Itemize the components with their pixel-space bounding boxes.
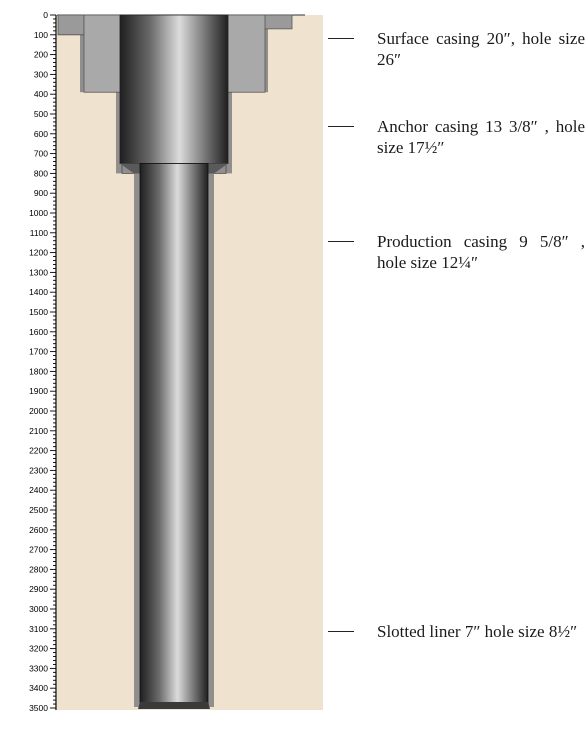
depth-tick-label: 1500 [29,307,48,317]
depth-tick-label: 1200 [29,248,48,258]
depth-tick-label: 800 [34,168,48,178]
depth-tick-label: 3300 [29,663,48,673]
depth-tick-label: 1000 [29,208,48,218]
surface-casing-left [83,14,123,93]
surface-casing-leader [328,38,354,40]
anchor-casing-label: Anchor casing 13 3/8″ , hole size 17½″ [377,117,585,157]
depth-tick-label: 1700 [29,347,48,357]
depth-tick-label: 600 [34,129,48,139]
depth-tick-label: 900 [34,188,48,198]
depth-tick-label: 2400 [29,485,48,495]
depth-tick-label: 1900 [29,386,48,396]
surface-casing-label: Surface casing 20″, hole size 26″ [377,29,585,69]
depth-tick-label: 3100 [29,624,48,634]
depth-tick-label: 3500 [29,703,48,713]
depth-tick-label: 1400 [29,287,48,297]
wellhead-flange-right [263,14,293,30]
slotted-liner [139,163,209,709]
depth-tick-label: 2200 [29,446,48,456]
depth-tick-label: 2800 [29,564,48,574]
surface-casing-right [226,14,266,93]
depth-tick-label: 100 [34,30,48,40]
depth-tick-label: 2300 [29,465,48,475]
production-casing [119,14,229,164]
liner-hole-wall-left [134,163,142,708]
production-casing-leader [328,241,354,243]
depth-tick-label: 1600 [29,327,48,337]
anchor-casing-leader [328,126,354,128]
depth-tick-label: 3400 [29,683,48,693]
depth-axis: 0 100 200 300 400 500 600 700 800 900 1000 1100 1200… [29,10,57,713]
depth-tick-label: 2700 [29,545,48,555]
depth-tick-label: 1800 [29,366,48,376]
depth-tick-label: 2000 [29,406,48,416]
depth-tick-label: 2900 [29,584,48,594]
depth-tick-label: 1100 [30,228,49,238]
depth-tick-label: 2500 [29,505,48,515]
depth-tick-label: 400 [34,89,48,99]
slotted-liner-label: Slotted liner 7″ hole size 8½″ [377,622,578,641]
depth-tick-label: 200 [34,50,48,60]
depth-tick-label: 2100 [29,426,48,436]
depth-tick-label: 0 [43,10,48,20]
wellhead-flange-left [57,14,85,36]
depth-tick-label: 2600 [29,525,48,535]
depth-tick-label: 700 [34,149,48,159]
depth-tick-label: 1300 [29,267,48,277]
depth-tick-label: 500 [34,109,48,119]
wellbore [57,14,323,710]
production-casing-label: Production casing 9 5/8″ , hole size 12¼… [377,232,585,272]
liner-hole-wall-right [206,163,214,708]
depth-tick-label: 3200 [29,644,48,654]
slotted-liner-leader [328,631,354,633]
liner-shoe [138,702,210,709]
depth-tick-label: 300 [34,69,48,79]
depth-tick-label: 3000 [29,604,48,614]
